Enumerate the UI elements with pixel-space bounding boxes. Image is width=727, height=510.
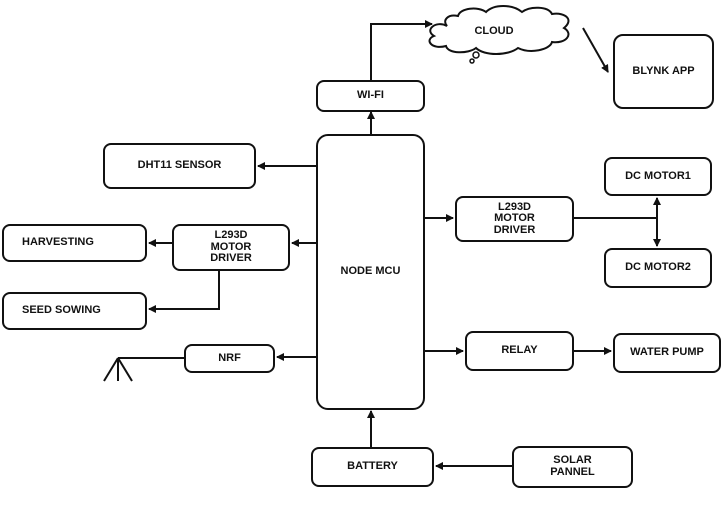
seed-sowing-block: SEED SOWING [2, 292, 147, 330]
harvesting-block: HARVESTING [2, 224, 147, 262]
relay-block: RELAY [465, 331, 574, 371]
water-pump-block: WATER PUMP [613, 333, 721, 373]
antenna-icon [103, 357, 133, 382]
motor-driver-right-block: L293D MOTOR DRIVER [455, 196, 574, 242]
wifi-block: WI-FI [316, 80, 425, 112]
dc-motor1-block: DC MOTOR1 [604, 157, 712, 196]
arrow-cloud-to-blynk [582, 27, 609, 73]
nrf-block: NRF [184, 344, 275, 373]
motor-driver-left-block: L293D MOTOR DRIVER [172, 224, 290, 271]
dc-motor2-block: DC MOTOR2 [604, 248, 712, 288]
arrow-wifi-to-cloud [370, 20, 433, 80]
battery-block: BATTERY [311, 447, 434, 487]
cloud-label: CLOUD [474, 25, 513, 37]
blynk-app-block: BLYNK APP [613, 34, 714, 109]
connectors [118, 20, 661, 470]
arrow-driver-to-seed-sowing [148, 271, 220, 313]
dht11-sensor-block: DHT11 SENSOR [103, 143, 256, 189]
node-mcu-block: NODE MCU [316, 134, 425, 410]
solar-panel-block: SOLAR PANNEL [512, 446, 633, 488]
cloud-shape [428, 5, 570, 64]
